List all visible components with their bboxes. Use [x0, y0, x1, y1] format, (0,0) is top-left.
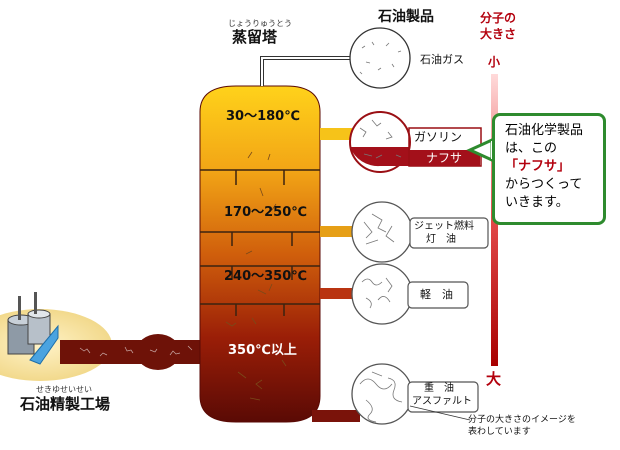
- refinery-ruby: せきゆせいせい: [36, 385, 92, 394]
- flask-residue: [351, 363, 479, 425]
- flask-kerosene: [351, 201, 489, 263]
- scale-title-1: 分子の: [480, 11, 517, 25]
- flask-gas: [349, 27, 411, 89]
- note-pointer: [409, 405, 471, 421]
- note-line-1: 分子の大きさのイメージを: [468, 415, 576, 425]
- product-heavyoil: 重 油: [424, 383, 454, 394]
- product-gasoil: 軽 油: [420, 288, 453, 301]
- gas-line: [260, 56, 350, 86]
- callout-line-1: 石油化学製品: [505, 123, 584, 138]
- crude-pipe: [60, 340, 210, 364]
- tower-squiggles: [225, 151, 287, 401]
- callout-line-5: いきます。: [505, 195, 569, 210]
- callout-line-4: からつくって: [505, 177, 583, 192]
- range-2: 170～250℃: [224, 205, 308, 220]
- heater: [136, 334, 180, 370]
- scale-large: 大: [486, 370, 502, 388]
- kerosene-pipe: [320, 226, 354, 237]
- product-naphtha: ナフサ: [426, 151, 463, 165]
- product-gas: 石油ガス: [420, 53, 464, 66]
- product-gasoline: ガソリン: [414, 130, 463, 144]
- crude-molecules: [79, 345, 193, 357]
- tower-title-ruby: じょうりゅうとう: [228, 19, 292, 28]
- scale-title-2: 大きさ: [480, 27, 517, 41]
- naphtha-callout: 石油化学製品 は、この 「ナフサ」 からつくって いきます。: [492, 113, 606, 225]
- refinery-icon: [7, 292, 59, 365]
- product-kerosene: 灯 油: [426, 234, 456, 245]
- products-header: 石油製品: [378, 9, 434, 25]
- refinery-label: 石油精製工場: [20, 395, 111, 413]
- callout-line-2: は、この: [505, 141, 558, 156]
- product-asphalt: アスファルト: [412, 396, 472, 407]
- range-1: 30～180℃: [226, 109, 300, 124]
- note-line-2: 表わしています: [468, 427, 531, 437]
- tower-trays: [200, 169, 320, 316]
- gasoline-pipe: [320, 128, 352, 140]
- molecule-squiggles: [359, 41, 403, 423]
- scale-small: 小: [488, 55, 501, 69]
- tower-title: 蒸留塔: [232, 28, 278, 46]
- distillation-tower: [199, 85, 321, 423]
- range-3: 240～350℃: [224, 269, 308, 284]
- callout-line-3: 「ナフサ」: [505, 159, 571, 174]
- residue-pipe: [312, 410, 360, 422]
- gasoil-pipe: [320, 288, 356, 299]
- product-jetfuel: ジェット燃料: [414, 221, 474, 232]
- range-4: 350℃以上: [228, 343, 297, 358]
